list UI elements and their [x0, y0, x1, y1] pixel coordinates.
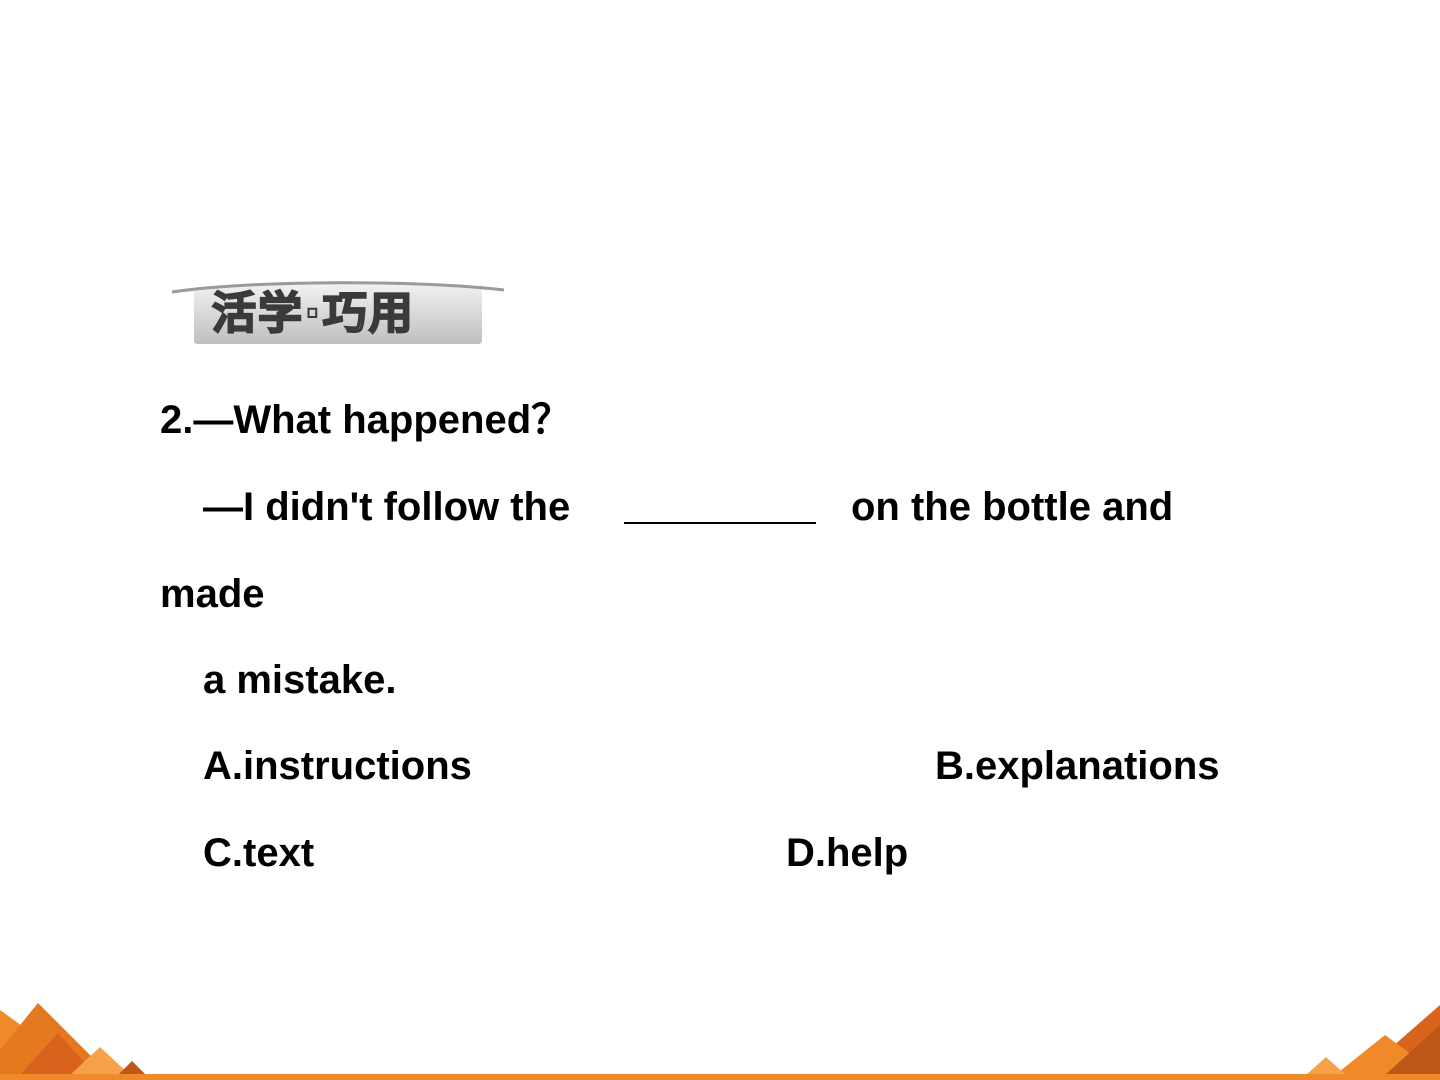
banner-title: 活学·巧用: [211, 287, 415, 340]
banner-background: [171, 281, 505, 344]
option-c: C.text: [203, 831, 315, 875]
option-d: D.help: [786, 831, 909, 875]
question-line-2-end: on the bottle and: [851, 485, 1174, 529]
question-line-1: 2.—What happened？: [160, 398, 572, 442]
bottom-decoration: [0, 1003, 1440, 1080]
option-b: B.explanations: [935, 744, 1220, 788]
option-a: A.instructions: [203, 744, 472, 788]
section-banner: [170, 278, 506, 346]
answer-blank: [624, 522, 816, 524]
question-line-2-start: —I didn't follow the: [203, 485, 571, 529]
question-line-3: made: [160, 572, 265, 616]
question-line-4: a mistake.: [203, 658, 397, 702]
